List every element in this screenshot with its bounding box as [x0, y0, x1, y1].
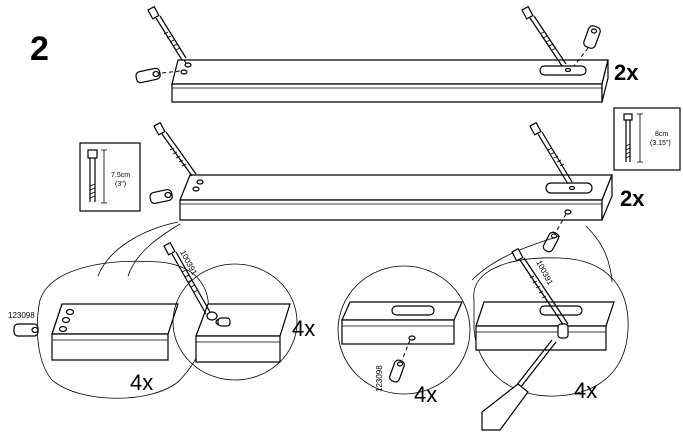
detail-right-nut-quantity: 4x — [414, 382, 437, 407]
top-left-screw — [147, 5, 189, 67]
top-rail-quantity: 2x — [614, 60, 639, 85]
detail-left-screw-part-number: 100391 — [178, 249, 199, 277]
long-screw-length-cm: 7.5cm — [111, 172, 130, 179]
top-right-barrel-nut — [573, 25, 601, 67]
detail-right-screw: 100391 4x — [473, 247, 629, 431]
short-screw-length-in: (3.15") — [650, 140, 671, 147]
middle-right-screw — [529, 121, 573, 185]
middle-right-barrel-nut — [542, 209, 572, 253]
middle-left-barrel-nut — [149, 188, 173, 205]
screwdriver-handle — [481, 383, 529, 431]
middle-rail — [179, 174, 613, 221]
callout-leader-left-b — [127, 223, 181, 277]
detail-right-nut-part-number: 123098 — [375, 365, 384, 392]
detail-right-screw-quantity: 4x — [574, 378, 597, 403]
detail-left-part-number: 123098 — [8, 311, 35, 320]
top-left-barrel-nut — [135, 67, 181, 84]
detail-left-screw: 100391 4x — [163, 241, 315, 381]
step-number: 2 — [30, 30, 49, 68]
middle-left-screw — [153, 121, 197, 177]
short-screw-length-cm: 8cm — [655, 131, 668, 138]
detail-left-quantity: 4x — [130, 370, 153, 395]
long-screw-size-box: 7.5cm (3") — [79, 142, 141, 212]
detail-left-screw-quantity: 4x — [292, 316, 315, 341]
long-screw-length-in: (3") — [115, 181, 126, 188]
top-right-screw — [521, 5, 567, 67]
callout-leader-right-a — [471, 235, 561, 281]
detail-left-barrel-nut: 123098 4x — [8, 260, 210, 399]
top-rail — [171, 59, 609, 103]
detail-right-screw-part-number: 100391 — [534, 259, 555, 287]
middle-rail-quantity: 2x — [620, 186, 645, 211]
callout-leader-left-a — [97, 221, 179, 277]
detail-right-barrel-nut: 123098 4x — [337, 265, 471, 407]
callout-leader-right-b — [585, 225, 613, 283]
short-screw-size-box: 8cm (3.15") — [613, 107, 681, 171]
